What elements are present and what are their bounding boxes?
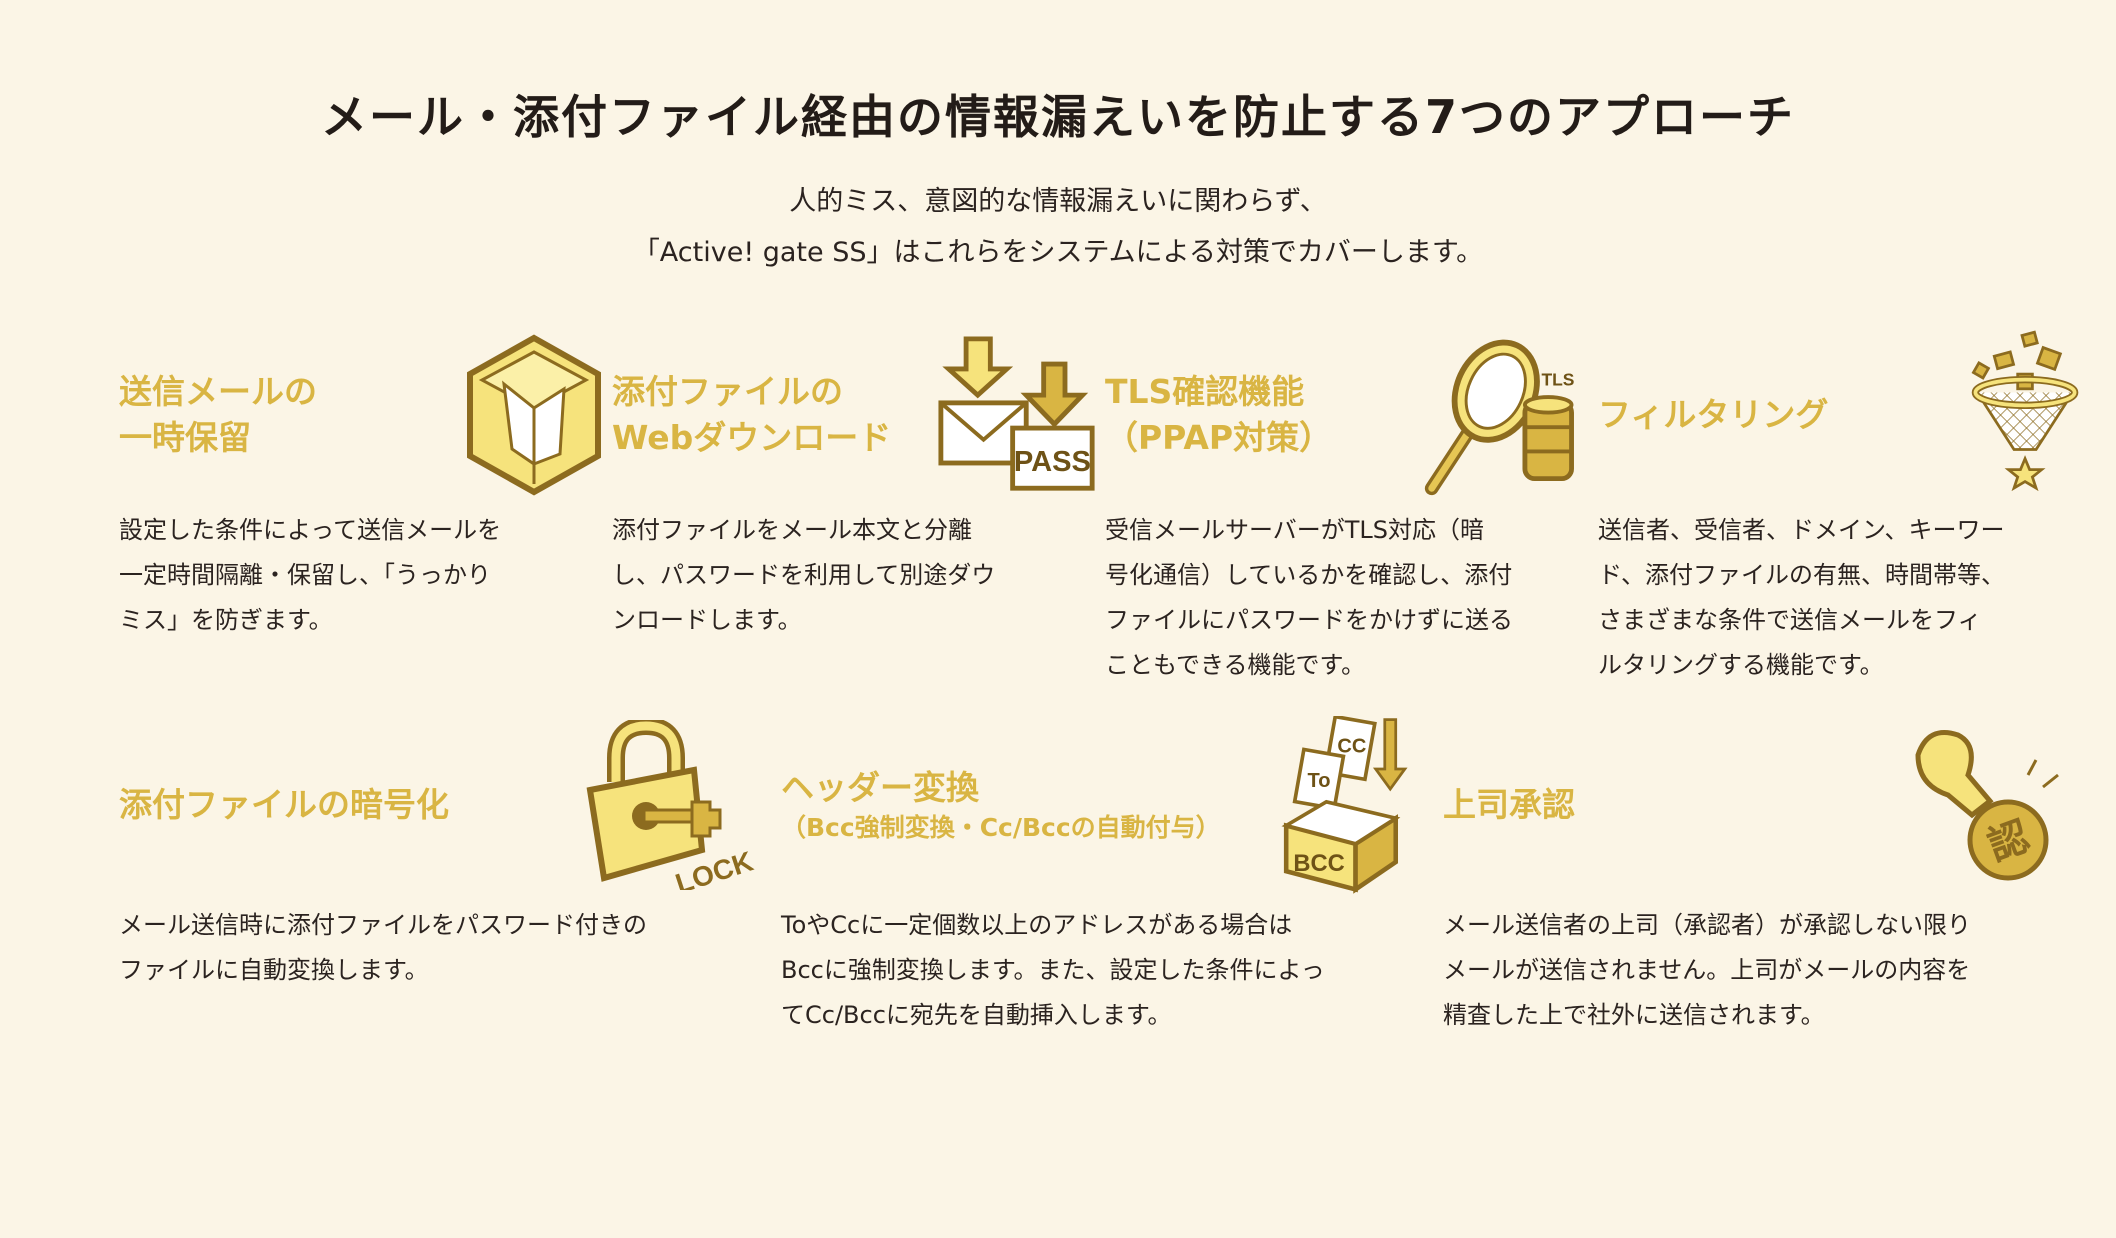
feature-row-2: 添付ファイルの暗号化 LOCK メール送信時に添付ファイルをパスワード付きの フ… (0, 715, 2116, 1038)
feature-description: 設定した条件によって送信メールを 一定時間隔離・保留し、「うっかり ミス」を防ぎ… (119, 516, 502, 634)
bcc-label: BCC (1293, 851, 1344, 877)
feature-title: 送信メールの一時保留 (119, 369, 317, 461)
feature-supervisor-approval: 上司承認 認 メール送信者の上司（承認者）が承認しない限り メールが送信されませ… (1443, 715, 2083, 1038)
download-pass-icon: PASS (938, 336, 1095, 491)
feature-header: ヘッダー変換 （Bcc強制変換・Cc/Bccの自動付与） CC To BCC (781, 715, 1421, 895)
subtitle-line-1: 人的ミス、意図的な情報漏えいに関わらず、 (789, 186, 1327, 217)
feature-title: 添付ファイルの暗号化 (119, 785, 449, 824)
feature-header: フィルタリング (1598, 330, 2083, 500)
feature-title: 上司承認 (1443, 785, 1575, 824)
box-mail-icon (467, 334, 601, 496)
feature-title-line: ヘッダー変換 (781, 768, 979, 807)
feature-title-line: （PPAP対策） (1105, 418, 1333, 457)
feature-header: 上司承認 認 (1443, 715, 2083, 895)
feature-hold-mail: 送信メールの一時保留 設定した条件によって送信メールを 一定時間隔離・保留し、「… (119, 330, 604, 688)
feature-title-line: 添付ファイルの (612, 372, 843, 411)
feature-title-line: TLS確認機能 (1105, 372, 1305, 411)
filter-net-icon (1971, 330, 2079, 492)
subtitle-line-2: 「Active! gate SS」はこれらをシステムによる対策でカバーします。 (632, 237, 1484, 268)
feature-title: ヘッダー変換 （Bcc強制変換・Cc/Bccの自動付与） (781, 765, 1221, 845)
feature-description: 送信者、受信者、ドメイン、キーワー ド、添付ファイルの有無、時間帯等、 さまざま… (1598, 516, 2006, 679)
tls-label: TLS (1541, 369, 1574, 389)
feature-subtitle: （Bcc強制変換・Cc/Bccの自動付与） (781, 813, 1221, 842)
to-label: To (1308, 770, 1331, 792)
page-title: メール・添付ファイル経由の情報漏えいを防止する7つのアプローチ (320, 90, 1795, 144)
padlock-icon: LOCK (586, 720, 757, 890)
feature-title: 添付ファイルの Webダウンロード (612, 369, 891, 461)
feature-description: メール送信時に添付ファイルをパスワード付きの ファイルに自動変換します。 (119, 911, 647, 984)
feature-description: 添付ファイルをメール本文と分離 し、パスワードを利用して別途ダウ ンロードします… (612, 516, 996, 634)
feature-encryption: 添付ファイルの暗号化 LOCK メール送信時に添付ファイルをパスワード付きの フ… (119, 715, 759, 1038)
feature-row-1: 送信メールの一時保留 設定した条件によって送信メールを 一定時間隔離・保留し、「… (0, 330, 2116, 688)
feature-description: 受信メールサーバーがTLS対応（暗 号化通信）しているかを確認し、添付 ファイル… (1105, 516, 1513, 679)
feature-header: 添付ファイルの Webダウンロード PASS (612, 330, 1097, 500)
feature-description: メール送信者の上司（承認者）が承認しない限り メールが送信されません。上司がメー… (1443, 911, 1971, 1029)
feature-header: TLS確認機能 （PPAP対策） TLS (1105, 330, 1590, 500)
feature-header-conversion: ヘッダー変換 （Bcc強制変換・Cc/Bccの自動付与） CC To BCC To… (781, 715, 1421, 1038)
feature-header: 添付ファイルの暗号化 LOCK (119, 715, 759, 895)
feature-header: 送信メールの一時保留 (119, 330, 604, 500)
feature-title: TLS確認機能 （PPAP対策） (1105, 369, 1332, 461)
bcc-box-icon: CC To BCC (1281, 716, 1408, 894)
feature-title-line: 送信メールの (119, 372, 317, 411)
feature-filtering: フィルタリング 送信者、受信者、ドメイン、キーワー ド、添付ファイルの有無、時間… (1598, 330, 2083, 688)
feature-title: フィルタリング (1598, 395, 1829, 434)
approval-stamp-icon: 認 (1915, 730, 2059, 881)
cc-label: CC (1337, 736, 1366, 758)
feature-tls-check: TLS確認機能 （PPAP対策） TLS 受信メールサーバーがTLS対応（暗 号化… (1105, 330, 1590, 688)
feature-title-line: Webダウンロード (612, 418, 892, 457)
feature-title-line: 一時保留 (119, 418, 251, 457)
feature-description: ToやCcに一定個数以上のアドレスがある場合は Bccに強制変換します。また、設… (781, 911, 1325, 1029)
magnifier-tls-icon: TLS (1424, 339, 1574, 496)
pass-label: PASS (1014, 446, 1091, 478)
feature-web-download: 添付ファイルの Webダウンロード PASS 添付ファイルをメール本文と分離 し、… (612, 330, 1097, 688)
